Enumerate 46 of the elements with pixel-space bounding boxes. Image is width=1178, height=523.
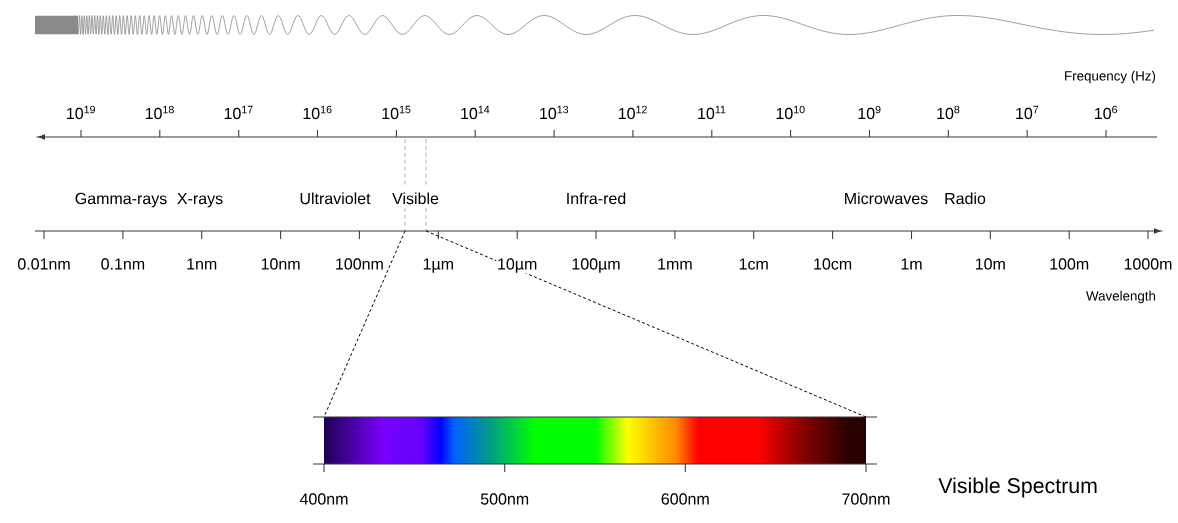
tick-label: 10µm <box>496 257 539 274</box>
tick-label: 500nm <box>479 492 530 506</box>
band-label: X-rays <box>176 192 224 209</box>
tick-label: 10$^{18}$ <box>143 104 176 120</box>
tick-label: 10$^{19}$ <box>65 104 97 120</box>
tick-label: 10$^{15}$ <box>380 105 413 120</box>
axis-title: Wavelength <box>1085 290 1157 305</box>
tick-label: 10$^{14}$ <box>459 105 492 120</box>
tick-label: 1000m <box>1122 257 1174 271</box>
tick-label: 400nm <box>298 492 350 506</box>
tick-label: 1m <box>899 257 924 271</box>
band-label: Radio <box>943 191 987 205</box>
tick-label: 700nm <box>840 492 892 506</box>
tick-label: 100nm <box>334 257 385 271</box>
tick-label: 10$^{7}$ <box>1014 105 1041 120</box>
tick-label: 10$^{6}$ <box>1093 104 1119 120</box>
tick-label: 0.01nm <box>16 257 72 271</box>
tick-label: 0.1nm <box>99 257 146 271</box>
tick-label: 1cm <box>737 257 770 271</box>
axis-title: Frequency (Hz) <box>1063 70 1157 85</box>
leader-line <box>323 230 406 418</box>
visible-band: Visible <box>392 138 439 231</box>
node-label: Visible Spectrum <box>938 477 1097 498</box>
tick-label: 10m <box>973 257 1007 271</box>
tick-label: 10cm <box>812 257 853 271</box>
tick-label: 100m <box>1048 257 1090 271</box>
tick-label: 1µm <box>421 257 455 274</box>
tick-label: 1mm <box>656 257 694 271</box>
spectrum-bar <box>312 416 878 465</box>
tick-label: 10$^{10}$ <box>774 104 807 120</box>
tick-label: 10$^{11}$ <box>696 105 728 120</box>
tick-label: 10$^{8}$ <box>935 104 962 120</box>
tick-label: 10$^{16}$ <box>301 104 334 120</box>
tick-label: 10$^{12}$ <box>616 104 649 120</box>
band-label: Microwaves <box>843 191 930 205</box>
band-label: Infra-red <box>565 191 628 205</box>
tick-label: 600nm <box>660 492 711 506</box>
tick-label: 1nm <box>185 257 219 271</box>
band-label: Ultraviolet <box>298 191 372 205</box>
tick-label: 10$^{17}$ <box>222 105 255 120</box>
leader-line <box>425 230 867 418</box>
tick-label: 10$^{13}$ <box>538 104 571 120</box>
band-label: Gamma-rays <box>74 192 169 209</box>
tick-label: 100µm <box>570 257 622 274</box>
tick-label: 10$^{9}$ <box>856 104 883 120</box>
tick-label: 10nm <box>259 257 302 271</box>
